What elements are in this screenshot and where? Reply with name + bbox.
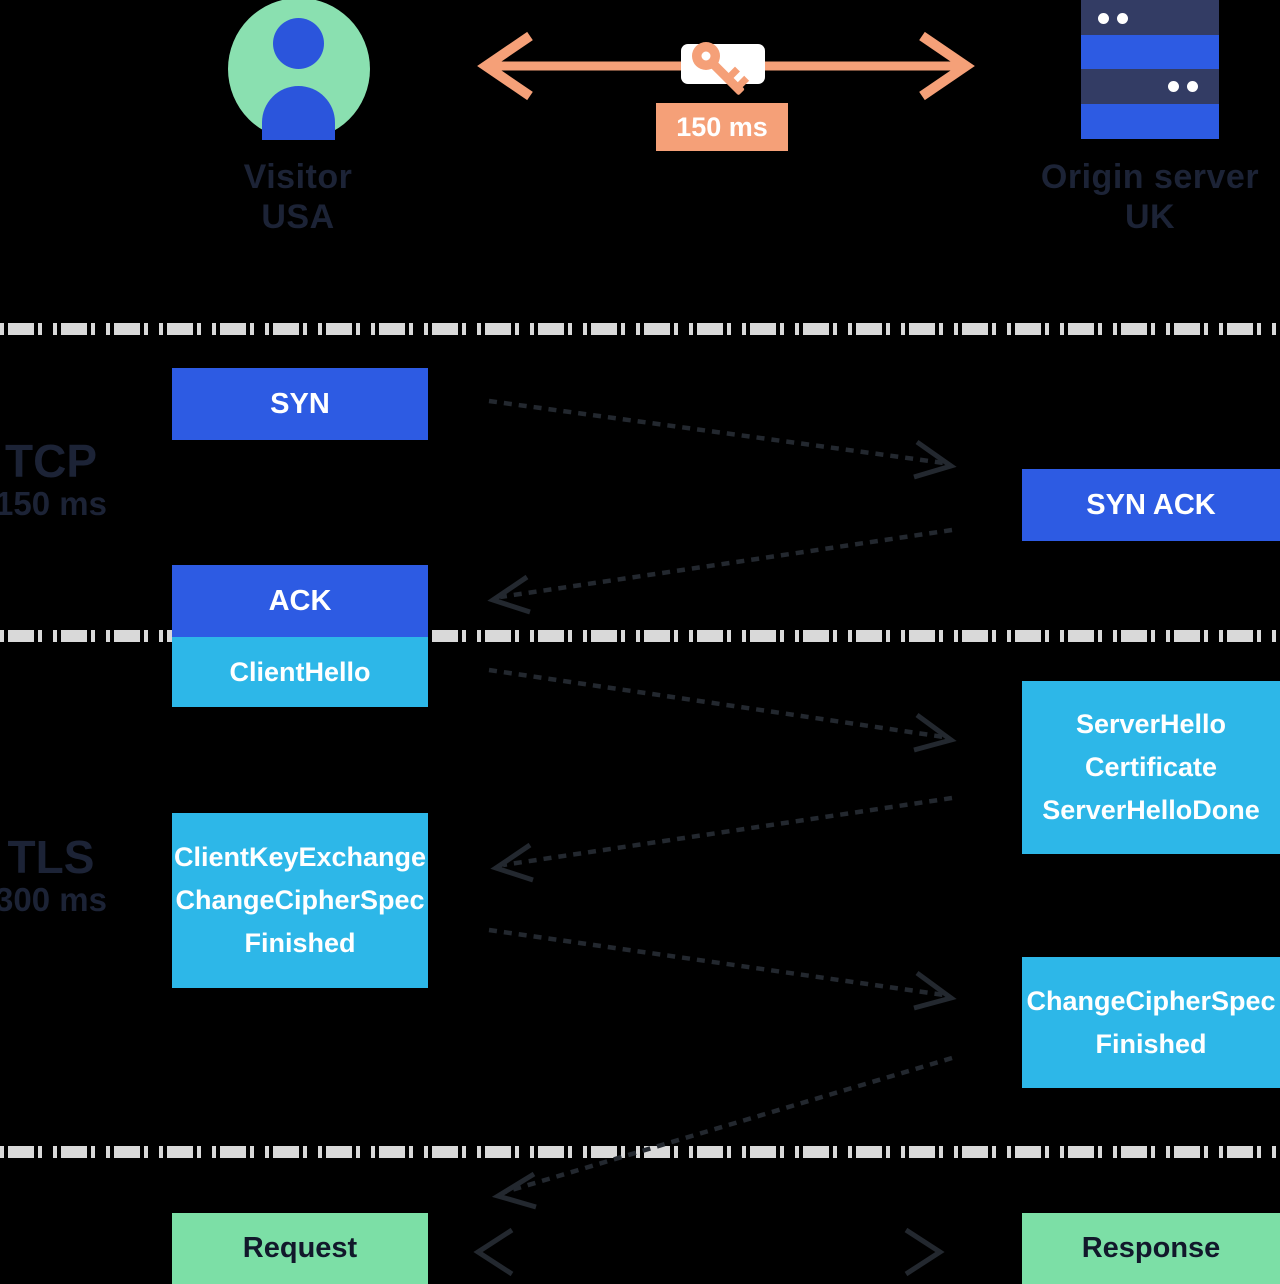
avatar-body-icon <box>262 86 335 140</box>
server-led-icon <box>1168 81 1179 92</box>
server-led-icon <box>1117 13 1128 24</box>
box-response-label: Response <box>1081 1232 1221 1264</box>
box-client-hello: ClientHello <box>172 637 428 707</box>
server-stripe <box>1081 104 1219 139</box>
section-tcp-name: TCP <box>5 435 97 487</box>
box-ack-label: ACK <box>268 584 332 617</box>
server-icon <box>1081 0 1219 139</box>
box-server-hello: ServerHello Certificate ServerHelloDone <box>1022 681 1280 854</box>
box-syn-ack-label: SYN ACK <box>1086 488 1216 521</box>
visitor-label-line1: Visitor <box>243 158 353 196</box>
client-key-exchange-line: Finished <box>244 928 356 958</box>
key-icon <box>681 42 765 95</box>
box-syn-label: SYN <box>270 387 330 420</box>
box-client-hello-label: ClientHello <box>229 656 371 687</box>
server-hello-line: Certificate <box>1084 752 1218 782</box>
latency-arrow <box>477 31 975 101</box>
box-syn-ack: SYN ACK <box>1022 469 1280 541</box>
section-tls-name: TLS <box>7 831 95 883</box>
section-tcp-time: 150 ms <box>0 485 107 522</box>
server-led-icon <box>1187 81 1198 92</box>
change-cipher-spec-line: ChangeCipherSpec <box>1026 985 1276 1016</box>
client-key-exchange-line: ClientKeyExchange <box>173 842 427 872</box>
latency-badge: 150 ms <box>656 103 788 151</box>
server-stripe <box>1081 35 1219 70</box>
box-request: Request <box>172 1213 428 1284</box>
client-key-exchange-line: ChangeCipherSpec <box>175 885 425 915</box>
section-tcp: TCP 150 ms <box>0 438 116 524</box>
section-tls-time: 300 ms <box>0 881 107 918</box>
separator-line-bottom <box>0 1146 1280 1158</box>
visitor-avatar-icon <box>228 0 370 140</box>
visitor-label-line2: USA <box>261 198 335 236</box>
box-syn: SYN <box>172 368 428 440</box>
box-change-cipher-spec: ChangeCipherSpec Finished <box>1022 957 1280 1088</box>
box-client-key-exchange: ClientKeyExchange ChangeCipherSpec Finis… <box>172 813 428 988</box>
origin-label-line1: Origin server <box>1040 158 1260 196</box>
box-request-label: Request <box>242 1232 358 1264</box>
section-tls: TLS 300 ms <box>0 834 116 920</box>
server-hello-line: ServerHelloDone <box>1042 795 1260 825</box>
server-hello-line: ServerHello <box>1075 709 1227 739</box>
box-ack: ACK <box>172 565 428 637</box>
server-led-icon <box>1098 13 1109 24</box>
box-response: Response <box>1022 1213 1280 1284</box>
latency-value: 150 ms <box>676 111 768 142</box>
origin-label-line2: UK <box>1124 198 1176 236</box>
separator-line-top <box>0 323 1280 335</box>
change-cipher-spec-line: Finished <box>1095 1028 1207 1059</box>
avatar-head-icon <box>273 18 324 69</box>
